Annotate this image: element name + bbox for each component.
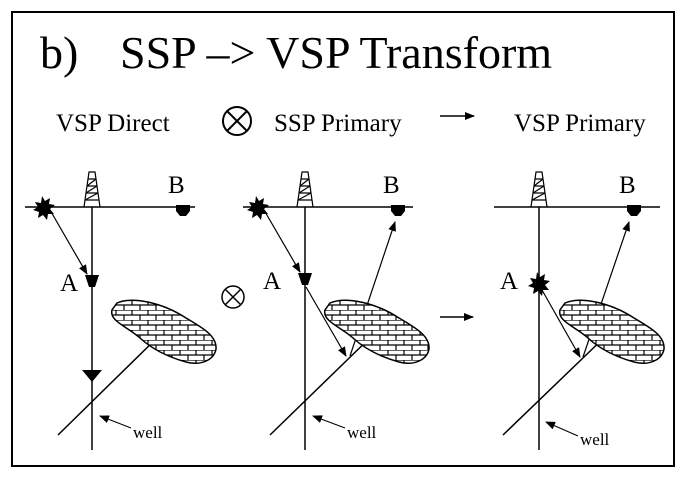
receiver-b-label: B (168, 172, 185, 199)
surface-source-icon (33, 196, 55, 220)
receiver-a-icon (85, 275, 99, 287)
receiver-b-label: B (383, 172, 400, 199)
panel-vsp-primary: B A well (494, 171, 665, 450)
well-label: well (347, 423, 377, 442)
receiver-a-label: A (263, 268, 281, 295)
panel-vsp-direct: B A well (25, 171, 217, 450)
reflector-body (111, 299, 217, 364)
header-label-vsp-direct: VSP Direct (56, 110, 170, 137)
derrick-icon (530, 171, 548, 208)
reflector-body (324, 299, 430, 364)
reflector-body (559, 299, 665, 364)
figure-frame (11, 11, 675, 467)
panel-convolve-operator (221, 285, 245, 309)
direct-ray (49, 209, 88, 275)
reflector-line (269, 329, 379, 436)
receiver-b-icon (391, 205, 405, 216)
figure-part-label: b) (40, 27, 79, 78)
well-label: well (133, 423, 163, 442)
well-pointer-arrow (312, 415, 346, 429)
direct-ray (263, 209, 301, 273)
well-label: well (580, 430, 610, 449)
reflector-line (57, 329, 166, 436)
well-pointer-arrow (545, 421, 579, 437)
receiver-b-icon (176, 205, 190, 216)
well-pointer-arrow (99, 415, 132, 429)
downhole-receiver-icon (82, 370, 102, 382)
derrick-icon (83, 171, 101, 208)
derrick-icon (296, 171, 314, 208)
header-convolve-operator (222, 106, 252, 136)
receiver-a-label: A (60, 270, 78, 297)
incident-ray (305, 286, 347, 357)
incident-ray (541, 289, 581, 358)
header-label-ssp-primary: SSP Primary (274, 110, 402, 137)
header-label-vsp-primary: VSP Primary (514, 110, 646, 137)
surface-source-icon (247, 196, 269, 220)
receiver-b-icon (627, 205, 641, 216)
panel-ssp-primary: B A well (243, 171, 430, 450)
downhole-source-icon (528, 272, 550, 296)
reflector-line (502, 329, 613, 436)
figure-title: SSP –> VSP Transform (120, 27, 553, 78)
source-a-label: A (500, 268, 518, 295)
receiver-a-icon (298, 273, 312, 285)
receiver-b-label: B (619, 172, 636, 199)
